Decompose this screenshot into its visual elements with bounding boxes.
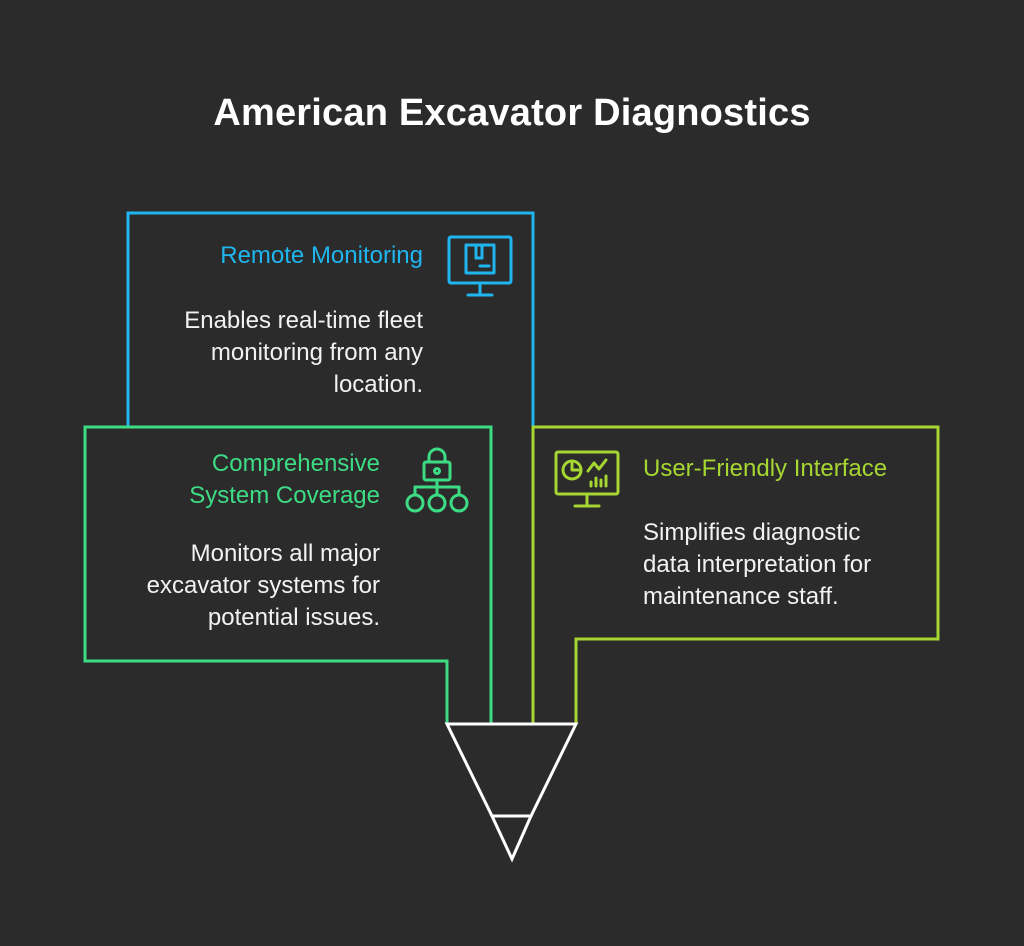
coverage-line-3: potential issues. <box>207 604 380 631</box>
page-title: American Excavator Diagnostics <box>213 92 811 134</box>
interface-description: Simplifies diagnostic data interpretatio… <box>643 517 933 613</box>
remote-description: Enables real-time fleet monitoring from … <box>140 305 423 401</box>
remote-heading: Remote Monitoring <box>220 242 423 269</box>
coverage-heading-line-2: System Coverage <box>189 482 380 509</box>
funnel-top <box>444 722 579 818</box>
network-lock-icon <box>405 447 469 513</box>
remote-line-1: Enables real-time fleet <box>184 307 423 334</box>
coverage-heading: Comprehensive System Coverage <box>100 448 380 512</box>
remote-line-2: monitoring from any <box>210 339 423 366</box>
coverage-line-2: excavator systems for <box>146 572 380 599</box>
monitor-icon <box>447 235 513 297</box>
remote-line-3: location. <box>333 371 423 398</box>
funnel-bottom <box>489 814 534 863</box>
interface-line-1: Simplifies diagnostic <box>643 519 861 546</box>
interface-heading: User-Friendly Interface <box>643 455 888 482</box>
coverage-heading-line-1: Comprehensive <box>211 450 380 477</box>
interface-line-3: maintenance staff. <box>643 583 839 610</box>
coverage-card-outline <box>83 425 493 723</box>
interface-card-outline <box>531 425 940 723</box>
coverage-line-1: Monitors all major <box>190 540 380 567</box>
dashboard-monitor-icon <box>554 450 620 508</box>
coverage-description: Monitors all major excavator systems for… <box>100 538 380 634</box>
interface-line-2: data interpretation for <box>643 551 872 578</box>
